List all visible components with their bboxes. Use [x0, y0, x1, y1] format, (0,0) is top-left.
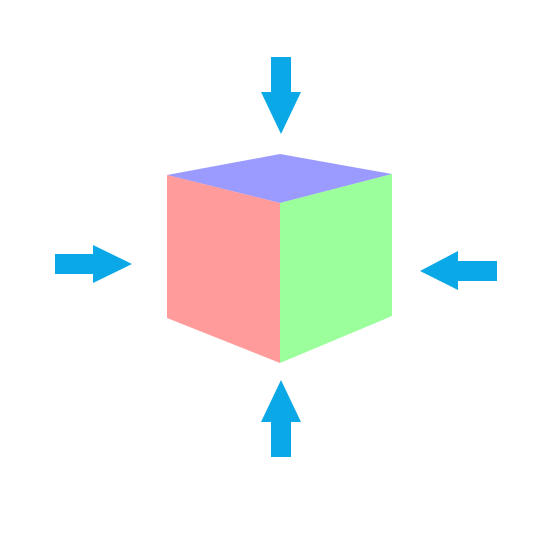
arrow-up-icon	[261, 380, 301, 457]
arrow-down-icon	[261, 57, 301, 134]
cube-top-face	[167, 154, 392, 203]
cube-left-face	[167, 175, 280, 363]
cube-icon	[167, 154, 392, 363]
arrow-left-icon	[420, 251, 497, 290]
cube-right-face	[280, 174, 392, 363]
arrow-right-icon	[55, 245, 132, 283]
